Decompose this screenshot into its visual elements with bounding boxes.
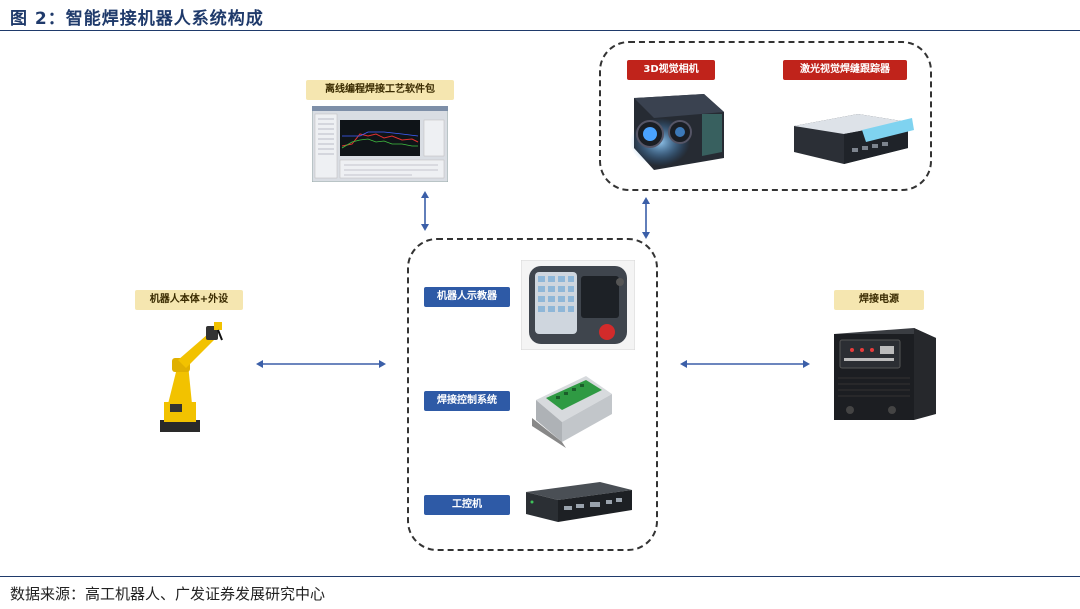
label-power-supply: 焊接电源: [834, 290, 924, 310]
label-robot-body: 机器人本体+外设: [135, 290, 243, 310]
figure-source: 数据来源：高工机器人、广发证券发展研究中心: [10, 585, 326, 603]
arrow-software-to-controller: [421, 191, 429, 231]
software-screenshot-image: [312, 106, 448, 182]
label-laser-tracker: 激光视觉焊缝跟踪器: [783, 60, 907, 80]
arrow-robot-to-controller: [256, 360, 386, 368]
control-group-box: [407, 238, 658, 551]
3d-camera-image: [630, 94, 724, 170]
industrial-pc-image: [526, 482, 632, 522]
robot-arm-image: [160, 322, 223, 432]
arrow-controller-to-power: [680, 360, 810, 368]
vision-group-box: [599, 41, 932, 191]
top-divider: [0, 30, 1080, 31]
figure-title: 图 2：智能焊接机器人系统构成: [10, 9, 264, 29]
bottom-divider: [0, 576, 1080, 577]
teach-pendant-image: [521, 260, 635, 350]
label-ipc: 工控机: [424, 495, 510, 515]
label-3d-camera: 3D视觉相机: [627, 60, 715, 80]
label-teach-pendant: 机器人示教器: [424, 287, 510, 307]
laser-tracker-image: [794, 114, 914, 164]
label-software-package: 离线编程焊接工艺软件包: [306, 80, 454, 100]
weld-control-image: [532, 376, 612, 448]
arrow-vision-to-controller: [642, 197, 650, 239]
welding-power-supply-image: [834, 328, 936, 420]
label-weld-control: 焊接控制系统: [424, 391, 510, 411]
